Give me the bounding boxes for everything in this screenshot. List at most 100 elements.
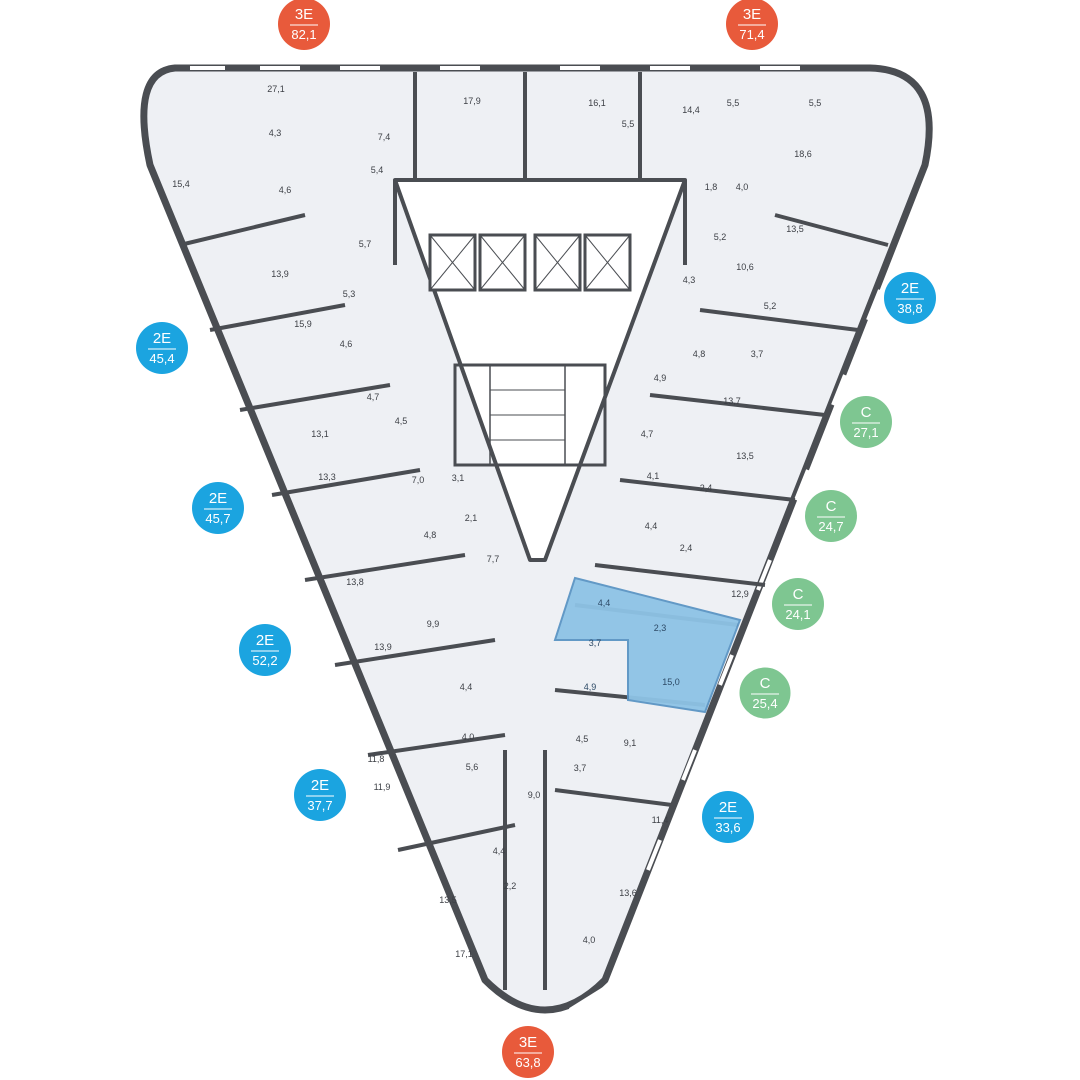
badge-circle xyxy=(840,396,892,448)
room-area-label: 15,4 xyxy=(172,179,190,189)
room-area-label: 7,4 xyxy=(378,132,391,142)
room-area-label: 5,3 xyxy=(343,289,356,299)
apartment-badge-3e-63-8[interactable]: 3E 63,8 xyxy=(502,1026,554,1078)
apartment-type: 2E xyxy=(311,777,329,794)
room-area-label: 27,1 xyxy=(267,84,285,94)
badge-circle xyxy=(192,482,244,534)
room-area-label: 11,9 xyxy=(374,782,391,792)
room-area-label: 10,6 xyxy=(736,262,754,272)
apartment-badge-3e-71-4[interactable]: 3E 71,4 xyxy=(726,0,778,50)
room-area-label: 11,4 xyxy=(652,815,669,825)
room-area-label: 5,5 xyxy=(809,98,822,108)
apartment-area: 27,1 xyxy=(853,425,878,440)
room-area-label: 2,2 xyxy=(504,881,517,891)
room-area-label: 2,3 xyxy=(654,623,667,633)
apartment-badge-2e-45-7[interactable]: 2E 45,7 xyxy=(192,482,244,534)
room-area-label: 17,9 xyxy=(463,96,481,106)
apartment-area: 52,2 xyxy=(252,653,277,668)
badge-circle xyxy=(702,791,754,843)
room-area-label: 1,8 xyxy=(705,182,718,192)
room-area-label: 13,9 xyxy=(374,642,392,652)
room-area-label: 14,4 xyxy=(682,105,700,115)
apartment-area: 24,1 xyxy=(785,607,810,622)
room-area-label: 13,5 xyxy=(736,451,754,461)
room-area-label: 13,3 xyxy=(318,472,336,482)
room-area-label: 5,4 xyxy=(371,165,384,175)
room-area-label: 12,9 xyxy=(731,589,749,599)
apartment-area: 71,4 xyxy=(739,27,764,42)
room-area-label: 4,4 xyxy=(493,846,506,856)
room-area-label: 2,4 xyxy=(700,483,713,493)
room-area-label: 13,7 xyxy=(723,396,741,406)
apartment-badge-c-24-7[interactable]: C24,7 xyxy=(805,490,857,542)
apartment-type: 2E xyxy=(901,280,919,297)
stairwell xyxy=(453,363,607,467)
badge-circle xyxy=(805,490,857,542)
apartment-area: 63,8 xyxy=(515,1055,540,1070)
room-area-label: 7,0 xyxy=(412,475,425,485)
apartment-type: 3E xyxy=(743,6,761,23)
room-area-label: 3,7 xyxy=(574,763,587,773)
room-area-label: 13,9 xyxy=(271,269,289,279)
badge-circle xyxy=(884,272,936,324)
room-area-label: 4,6 xyxy=(340,339,353,349)
apartment-type: 2E xyxy=(719,799,737,816)
room-area-label: 4,8 xyxy=(424,530,437,540)
room-area-label: 5,5 xyxy=(727,98,740,108)
apartment-type: 2E xyxy=(256,632,274,649)
room-area-label: 4,7 xyxy=(367,392,380,402)
room-area-label: 15,9 xyxy=(294,319,312,329)
apartment-badge-c-24-1[interactable]: C 24,1 xyxy=(772,578,824,630)
badge-circle xyxy=(772,578,824,630)
apartment-badge-2e-52-2[interactable]: 2E 52,2 xyxy=(239,624,291,676)
badge-circle xyxy=(136,322,188,374)
apartment-badge-c-25-4[interactable]: C25,4 xyxy=(738,666,792,720)
room-area-label: 5,7 xyxy=(359,239,372,249)
apartment-badge-c-27-1[interactable]: C 27,1 xyxy=(840,396,892,448)
badge-circle xyxy=(294,769,346,821)
room-area-label: 4,5 xyxy=(395,416,408,426)
room-area-label: 4,5 xyxy=(576,734,589,744)
room-area-label: 4,4 xyxy=(645,521,658,531)
room-area-label: 2,1 xyxy=(465,513,478,523)
selected-apartment-highlight[interactable] xyxy=(553,576,742,714)
room-area-label: 9,1 xyxy=(624,738,637,748)
room-area-label: 16,1 xyxy=(588,98,606,108)
room-area-label: 9,9 xyxy=(427,619,440,629)
room-area-label: 4,3 xyxy=(683,275,696,285)
room-area-label: 4,0 xyxy=(462,732,475,742)
room-area-label: 4,4 xyxy=(460,682,473,692)
apartment-type: 3E xyxy=(295,6,313,23)
badge-circle xyxy=(239,624,291,676)
room-area-label: 4,8 xyxy=(693,349,706,359)
room-area-label: 4,9 xyxy=(654,373,667,383)
room-area-label: 3,7 xyxy=(589,638,602,648)
room-area-label: 4,9 xyxy=(584,682,597,692)
room-area-label: 2,4 xyxy=(680,543,693,553)
apartment-type: 2E xyxy=(209,490,227,507)
room-area-label: 9,0 xyxy=(528,790,541,800)
room-area-label: 3,1 xyxy=(452,473,465,483)
room-area-label: 4,3 xyxy=(269,128,282,138)
room-area-label: 17,1 xyxy=(455,949,473,959)
room-area-label: 4,7 xyxy=(641,429,654,439)
room-area-label: 4,0 xyxy=(583,935,596,945)
apartment-area: 45,7 xyxy=(205,511,230,526)
room-area-label: 11,8 xyxy=(368,754,385,764)
room-area-label: 18,6 xyxy=(794,149,812,159)
apartment-area: 25,4 xyxy=(752,696,777,711)
apartment-type: 3E xyxy=(519,1034,537,1051)
room-area-label: 13,6 xyxy=(619,888,637,898)
apartment-area: 33,6 xyxy=(715,820,740,835)
apartment-badge-2e-33-6[interactable]: 2E 33,6 xyxy=(702,791,754,843)
apartment-type: C xyxy=(861,404,872,421)
apartment-area: 82,1 xyxy=(291,27,316,42)
apartment-badge-3e-82-1[interactable]: 3E 82,1 xyxy=(278,0,330,50)
apartment-type: C xyxy=(793,586,804,603)
room-area-label: 15,0 xyxy=(662,677,680,687)
